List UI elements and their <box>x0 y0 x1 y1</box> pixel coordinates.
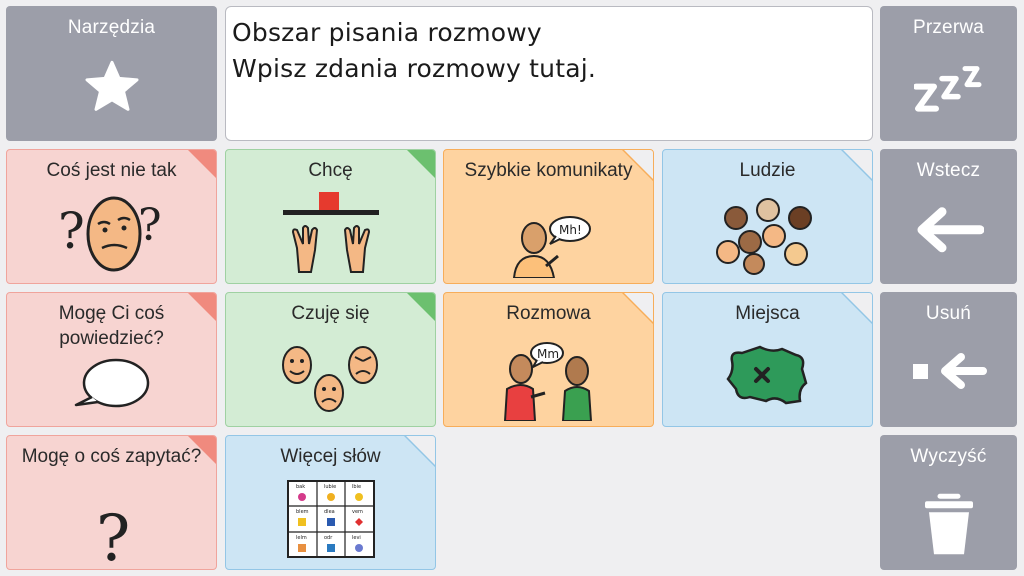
backspace-icon <box>911 351 987 396</box>
something-wrong-label: Coś jest nie tak <box>46 160 177 181</box>
people-label: Ludzie <box>739 160 796 181</box>
tools-label: Narzędzia <box>67 17 156 38</box>
trash-icon <box>923 490 975 561</box>
speaking-person-icon: Mh! <box>512 216 591 278</box>
confused-face-icon: ? ? <box>58 196 162 272</box>
folder-corner <box>406 150 435 179</box>
i-feel-label: Czuję się <box>291 303 370 324</box>
word-grid-label: vem <box>352 509 363 515</box>
feelings-faces-icon <box>281 346 378 412</box>
want-button[interactable]: Chcę <box>225 149 436 284</box>
word-grid-label: lbie <box>352 484 361 490</box>
word-grid-label: blem <box>296 509 309 515</box>
folder-corner <box>406 293 435 322</box>
want-hands-icon <box>282 192 379 273</box>
quick-bubble-text: Mh! <box>559 223 582 237</box>
something-wrong-button[interactable]: Coś jest nie tak ? ? <box>6 149 217 284</box>
can-i-ask-label: Mogę o coś zapytać? <box>21 446 202 467</box>
can-i-tell-label: Mogę Ci coś powiedzieć? <box>58 303 165 349</box>
places-label: Miejsca <box>735 303 800 324</box>
clear-label: Wyczyść <box>910 446 987 467</box>
back-button[interactable]: Wstecz <box>880 149 1017 284</box>
word-grid-icon: bak lubie lbie blem dlea vem lelm odr le… <box>286 480 375 558</box>
sleep-zzz-icon <box>912 62 984 119</box>
conversation-text-area[interactable]: Obszar pisania rozmowy Wpisz zdania rozm… <box>225 6 873 141</box>
quick-messages-button[interactable]: Szybkie komunikaty Mh! <box>443 149 654 284</box>
svg-text:?: ? <box>58 202 85 260</box>
word-grid-label: odr <box>324 535 333 541</box>
text-area-line-1: Obszar pisania rozmowy <box>232 18 542 47</box>
word-grid-label: bak <box>296 484 305 490</box>
two-people-talking-icon: Mm <box>503 342 592 421</box>
folder-corner-line <box>841 293 872 324</box>
text-area-line-2: Wpisz zdania rozmowy tutaj. <box>232 54 597 83</box>
conversation-bubble-text: Mm <box>537 347 559 361</box>
conversation-button[interactable]: Rozmowa Mm <box>443 292 654 427</box>
people-group-icon <box>715 198 812 275</box>
can-i-tell-button[interactable]: Mogę Ci coś powiedzieć? <box>6 292 217 427</box>
break-label: Przerwa <box>912 17 985 38</box>
want-label: Chcę <box>308 160 353 181</box>
word-grid-label: levi <box>352 535 361 541</box>
star-icon <box>85 60 139 117</box>
question-mark-icon: ? <box>96 502 130 566</box>
back-label: Wstecz <box>916 160 981 181</box>
folder-corner-line <box>622 293 653 324</box>
tools-button[interactable]: Narzędzia <box>6 6 217 141</box>
svg-text:?: ? <box>96 502 130 566</box>
map-icon <box>725 345 807 405</box>
folder-corner <box>187 436 216 465</box>
delete-label: Usuń <box>925 303 972 324</box>
break-button[interactable]: Przerwa <box>880 6 1017 141</box>
folder-corner-line <box>622 150 653 181</box>
word-grid-label: dlea <box>324 509 335 515</box>
more-words-label: Więcej słów <box>280 446 381 467</box>
svg-text:?: ? <box>138 200 162 251</box>
word-grid-label: lubie <box>324 484 336 490</box>
folder-corner-line <box>841 150 872 181</box>
clear-button[interactable]: Wyczyść <box>880 435 1017 570</box>
folder-corner-line <box>404 436 435 467</box>
word-grid-label: lelm <box>296 535 307 541</box>
places-button[interactable]: Miejsca <box>662 292 873 427</box>
delete-button[interactable]: Usuń <box>880 292 1017 427</box>
can-i-ask-button[interactable]: Mogę o coś zapytać? ? <box>6 435 217 570</box>
i-feel-button[interactable]: Czuję się <box>225 292 436 427</box>
quick-messages-label: Szybkie komunikaty <box>464 160 633 181</box>
more-words-button[interactable]: Więcej słów bak lubie lbie blem dlea vem… <box>225 435 436 570</box>
speech-bubble-icon <box>74 358 149 408</box>
conversation-label: Rozmowa <box>506 303 591 324</box>
folder-corner <box>187 150 216 179</box>
arrow-left-icon <box>914 206 984 257</box>
people-button[interactable]: Ludzie <box>662 149 873 284</box>
folder-corner <box>187 293 216 322</box>
